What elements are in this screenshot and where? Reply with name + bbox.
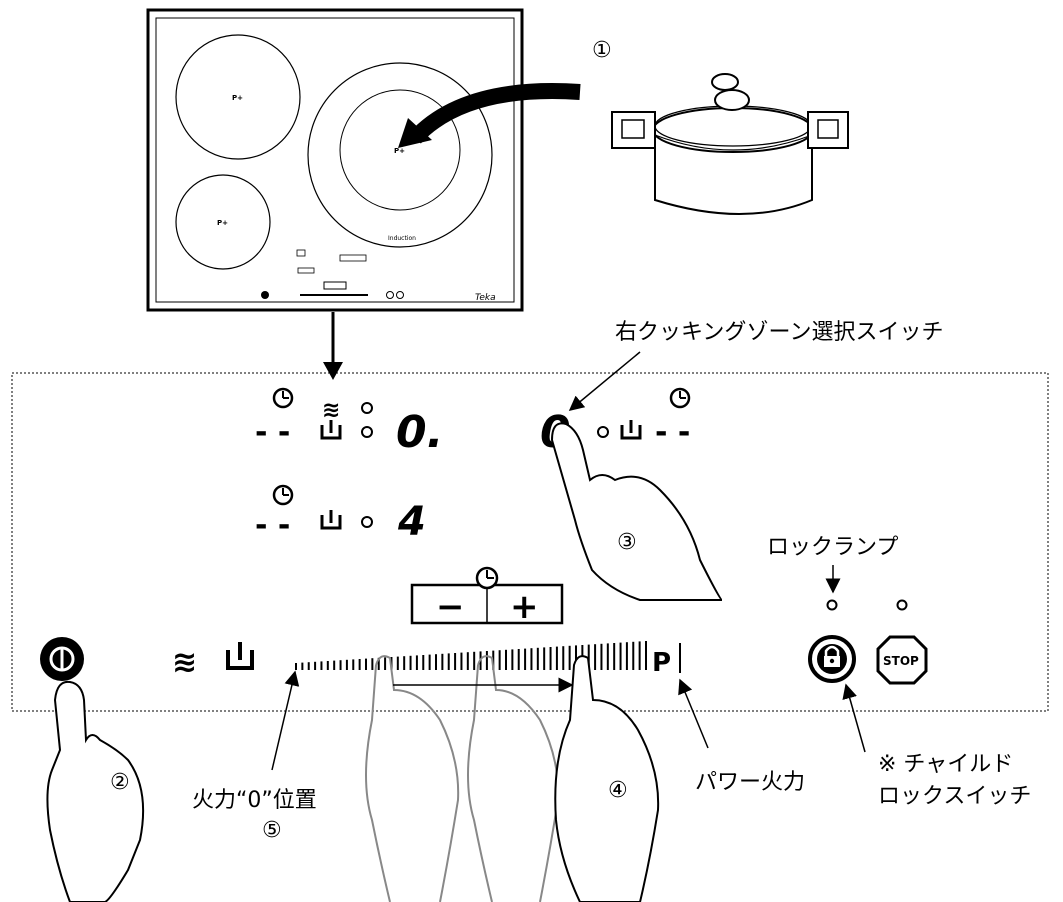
step-1: ① [592, 38, 612, 63]
power-button[interactable] [40, 637, 84, 681]
timer-minus-plus-control[interactable]: − + [410, 566, 564, 627]
induction-label: Induction [388, 235, 416, 242]
lock-lamp [826, 599, 838, 611]
cooking-zone-bottom-left: P+ [175, 174, 271, 270]
pot-icon [320, 420, 342, 440]
step-3: ③ [617, 530, 637, 555]
child-lock-button[interactable] [808, 635, 856, 683]
step-4: ④ [608, 778, 628, 803]
zone-label: P+ [232, 94, 243, 102]
pot-icon [320, 510, 342, 530]
timer-dashes: - - [255, 415, 290, 450]
zone-label: P+ [217, 219, 228, 227]
hand-slider-final [554, 655, 660, 902]
timer-dashes: - - [655, 415, 690, 450]
stop-label: STOP [883, 654, 919, 668]
heat-zero-position-label: 火力“0”位置 [192, 788, 317, 813]
hand-zone-select [550, 422, 723, 601]
power-level-display: 4 [397, 499, 426, 545]
child-lock-label-line1: ※ チャイルド [878, 752, 1014, 777]
timer-dashes: - - [255, 508, 290, 543]
cooktop-mini-controls: Teka [261, 249, 496, 303]
stop-button[interactable]: STOP [876, 635, 928, 685]
power-heat-label: パワー火力 [695, 770, 806, 795]
timer-icon [272, 484, 294, 506]
cooking-zone-large-right: P+ Induction [307, 62, 493, 248]
timer-plus-button: + [510, 587, 539, 627]
step-5: ⑤ [262, 818, 282, 843]
heat-keep-icon: ≋ [322, 398, 340, 423]
power-level-display: 0. [396, 407, 443, 458]
power-boost-mark: P [652, 648, 671, 678]
place-pot-arrow [409, 83, 581, 144]
right-zone-switch-label: 右クッキングゾーン選択スイッチ [615, 320, 944, 345]
stop-lamp [896, 599, 908, 611]
hands-slider-gesture [365, 655, 560, 902]
cooking-zone-top-left: P+ [175, 34, 301, 160]
cooktop-top-view: P+ P+ P+ Induction Teka [146, 8, 524, 312]
child-lock-label-line2: ロックスイッチ [878, 784, 1032, 809]
step-2: ② [110, 770, 130, 795]
pot-icon [620, 420, 642, 440]
pot-select-icon[interactable] [226, 642, 254, 670]
hand-power [46, 680, 145, 902]
timer-minus-button: − [436, 587, 465, 627]
brand-logo: Teka [475, 293, 496, 303]
timer-icon [669, 387, 691, 409]
pot-illustration [611, 73, 849, 215]
timer-icon [272, 387, 294, 409]
lock-lamp-label: ロックランプ [767, 535, 899, 560]
power-slider[interactable] [295, 641, 647, 670]
zone-label: P+ [394, 147, 405, 155]
left-top-zone-display: - - ≋ 0. [255, 387, 443, 458]
left-bottom-zone-display: - - 4 [255, 484, 426, 545]
keep-warm-icon[interactable]: ≋ [172, 645, 197, 680]
